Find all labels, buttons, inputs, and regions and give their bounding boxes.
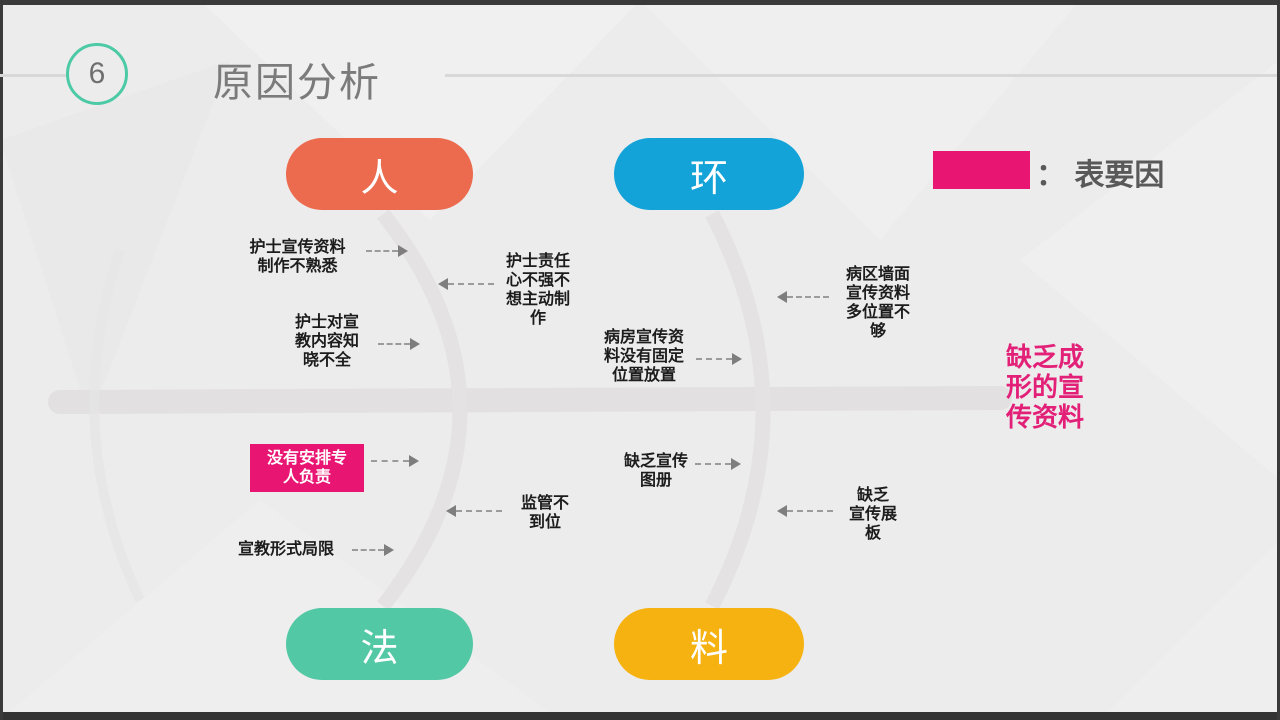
background-facet [1020,60,1280,480]
dashed-arrow-right-icon [378,338,420,350]
dashed-arrow-right-icon [695,458,741,470]
legend-key-swatch [933,151,1030,189]
cause-label: 护士责任 心不强不 想主动制 作 [505,253,570,327]
background-arc [89,248,145,603]
frame-bottom [0,712,1280,720]
background-facet [0,500,560,720]
frame-left [0,0,3,720]
page-number-badge: 6 [66,43,128,105]
dashed-arrow-right-icon [696,353,742,365]
fishbone-bone-left [377,209,468,611]
cause-label: 护士宣传资料 制作不熟悉 [249,239,346,275]
slide-title: 原因分析 [213,61,381,105]
cause-label: 缺乏 宣传展 板 [848,487,897,542]
dashed-arrow-left-icon [777,291,829,303]
fishbone-bone-right [705,210,771,610]
dashed-arrow-left-icon [446,505,502,517]
cause-label: 宣教形式局限 [237,541,334,558]
cause-label: 护士对宣 教内容知 晓不全 [294,314,359,369]
category-pill-material: 料 [614,608,804,680]
dashed-arrow-right-icon [366,245,408,257]
frame-top [0,0,1280,5]
category-pill-people: 人 [286,138,473,210]
background-facet [1100,540,1280,720]
background-facet [200,0,640,220]
background-facet [640,0,1080,240]
category-pill-environment: 环 [614,138,804,210]
category-pill-label: 法 [360,627,399,670]
fishbone-spine [48,386,1012,414]
effect-label: 缺乏成 形的宣 传资料 [1006,342,1085,432]
category-pill-label: 环 [689,157,728,200]
legend-label: ： 表要因 [1036,159,1165,192]
cause-label: 病区墙面 宣传资料 多位置不 够 [845,266,910,340]
dashed-arrow-left-icon [777,505,833,517]
dashed-arrow-right-icon [371,455,419,467]
page-number: 6 [88,57,106,90]
dashed-arrow-right-icon [352,544,394,556]
background-facet [0,60,230,420]
cause-label: 病房宣传资 料没有固定 位置放置 [603,329,684,384]
category-pill-label: 人 [360,157,399,200]
frame-right [1277,0,1280,720]
header-rule-right [445,74,1277,77]
category-pill-method: 法 [286,608,473,680]
cause-label: 缺乏宣传 图册 [623,453,688,489]
header-rule-left [0,74,66,77]
dashed-arrow-left-icon [438,278,494,290]
cause-label: 监管不 到位 [520,495,569,531]
highlighted-cause-box: 没有安排专 人负责 [250,444,364,492]
category-pill-label: 料 [689,627,728,670]
